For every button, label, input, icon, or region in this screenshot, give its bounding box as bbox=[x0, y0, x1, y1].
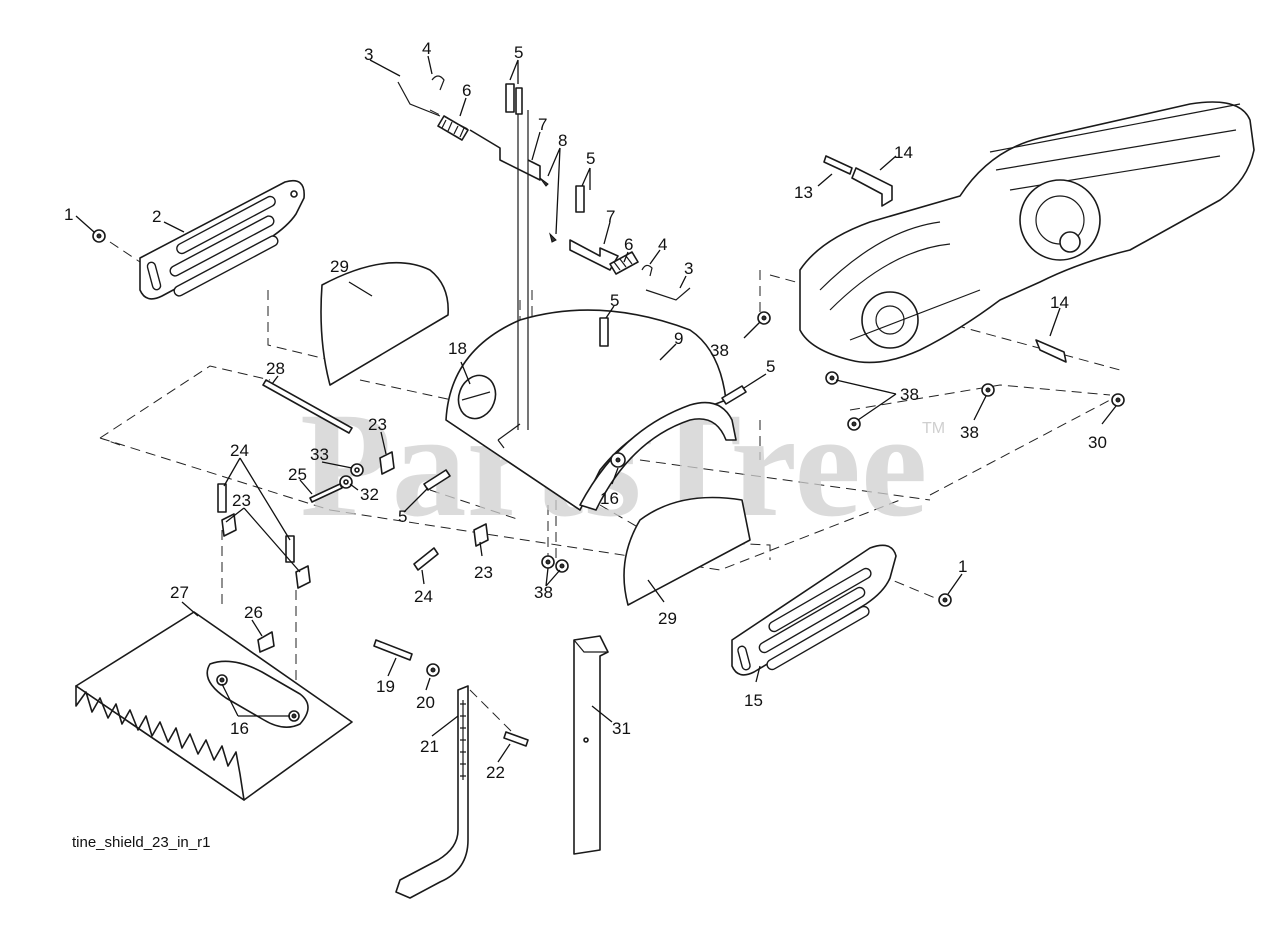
callout-26: 26 bbox=[244, 603, 263, 622]
washer-20 bbox=[426, 663, 440, 677]
screw-8 bbox=[539, 177, 557, 243]
bracket-7-upper bbox=[469, 110, 541, 430]
callout-29: 29 bbox=[658, 609, 677, 628]
washer-33 bbox=[350, 463, 364, 477]
callout-24: 24 bbox=[414, 587, 433, 606]
pin-25 bbox=[309, 483, 343, 503]
bolt-22 bbox=[503, 731, 529, 747]
callout-25: 25 bbox=[288, 465, 307, 484]
callout-15: 15 bbox=[744, 691, 763, 710]
trademark-mark: TM bbox=[922, 420, 945, 437]
callout-4: 4 bbox=[422, 39, 431, 58]
callout-14: 14 bbox=[1050, 293, 1069, 312]
bracket-23 bbox=[221, 451, 489, 589]
leader-lines bbox=[75, 55, 1117, 763]
callout-30: 30 bbox=[1088, 433, 1107, 452]
side-plate-left bbox=[139, 179, 305, 300]
plate-26 bbox=[257, 631, 275, 653]
nut-1-left bbox=[92, 229, 106, 243]
callout-28: 28 bbox=[266, 359, 285, 378]
bolt-24 bbox=[217, 483, 439, 571]
callout-23: 23 bbox=[232, 491, 251, 510]
callout-23: 23 bbox=[368, 415, 387, 434]
bracket-7-lower bbox=[569, 239, 619, 271]
callout-31: 31 bbox=[612, 719, 631, 738]
callout-3: 3 bbox=[684, 259, 693, 278]
side-plate-right bbox=[731, 544, 897, 676]
bolt-13 bbox=[823, 155, 853, 175]
callout-1: 1 bbox=[958, 557, 967, 576]
nut-16 bbox=[610, 452, 626, 468]
decal-18 bbox=[457, 374, 497, 420]
callout-38: 38 bbox=[534, 583, 553, 602]
spring-6-upper bbox=[437, 115, 469, 141]
callout-5: 5 bbox=[514, 43, 523, 62]
callout-16: 16 bbox=[230, 719, 249, 738]
callout-7: 7 bbox=[606, 207, 615, 226]
callout-23: 23 bbox=[474, 563, 493, 582]
callout-6: 6 bbox=[624, 235, 633, 254]
callout-5: 5 bbox=[398, 507, 407, 526]
tine-shield-main bbox=[445, 309, 737, 511]
washer-32 bbox=[339, 475, 353, 489]
callout-5: 5 bbox=[610, 291, 619, 310]
depth-stake-21 bbox=[395, 685, 469, 899]
rod-3-lower bbox=[645, 287, 691, 301]
callout-38: 38 bbox=[960, 423, 979, 442]
callout-21: 21 bbox=[420, 737, 439, 756]
rod-28 bbox=[262, 379, 353, 434]
callout-9: 9 bbox=[674, 329, 683, 348]
shield-flap-upper bbox=[320, 261, 449, 386]
callout-18: 18 bbox=[448, 339, 467, 358]
callout-19: 19 bbox=[376, 677, 395, 696]
callout-24: 24 bbox=[230, 441, 249, 460]
transmission-housing bbox=[799, 101, 1255, 364]
callout-22: 22 bbox=[486, 763, 505, 782]
callout-8: 8 bbox=[558, 131, 567, 150]
spring-6-lower bbox=[609, 251, 639, 275]
alignment-lines bbox=[99, 109, 1121, 741]
bracket-14-upper bbox=[851, 167, 893, 207]
tine-guard-27 bbox=[75, 611, 353, 801]
nut-1-right bbox=[938, 593, 952, 607]
shield-flap-lower bbox=[623, 496, 751, 606]
callout-labels: 1 1 2 3 3 4 4 5 5 5 5 5 6 6 7 7 8 9 13 1… bbox=[64, 39, 1107, 782]
callout-5: 5 bbox=[586, 149, 595, 168]
clip-4-upper bbox=[431, 75, 445, 91]
callout-32: 32 bbox=[360, 485, 379, 504]
callout-38: 38 bbox=[710, 341, 729, 360]
callout-38: 38 bbox=[900, 385, 919, 404]
clip-4-lower bbox=[641, 264, 653, 277]
bracket-14-lower bbox=[1035, 339, 1067, 363]
callout-2: 2 bbox=[152, 207, 161, 226]
callout-14: 14 bbox=[894, 143, 913, 162]
diagram-caption: tine_shield_23_in_r1 bbox=[72, 834, 211, 851]
callout-5: 5 bbox=[766, 357, 775, 376]
pin-19 bbox=[373, 639, 413, 661]
callout-29: 29 bbox=[330, 257, 349, 276]
callout-13: 13 bbox=[794, 183, 813, 202]
callout-20: 20 bbox=[416, 693, 435, 712]
callout-16: 16 bbox=[600, 489, 619, 508]
callout-4: 4 bbox=[658, 235, 667, 254]
callout-33: 33 bbox=[310, 445, 329, 464]
callout-3: 3 bbox=[364, 45, 373, 64]
nut-38 bbox=[541, 311, 995, 573]
callout-1: 1 bbox=[64, 205, 73, 224]
callout-6: 6 bbox=[462, 81, 471, 100]
bar-31 bbox=[573, 635, 609, 855]
callout-27: 27 bbox=[170, 583, 189, 602]
nut-30 bbox=[1111, 393, 1125, 407]
callout-7: 7 bbox=[538, 115, 547, 134]
bolt-5 bbox=[423, 83, 747, 491]
rod-3-upper bbox=[397, 81, 441, 117]
